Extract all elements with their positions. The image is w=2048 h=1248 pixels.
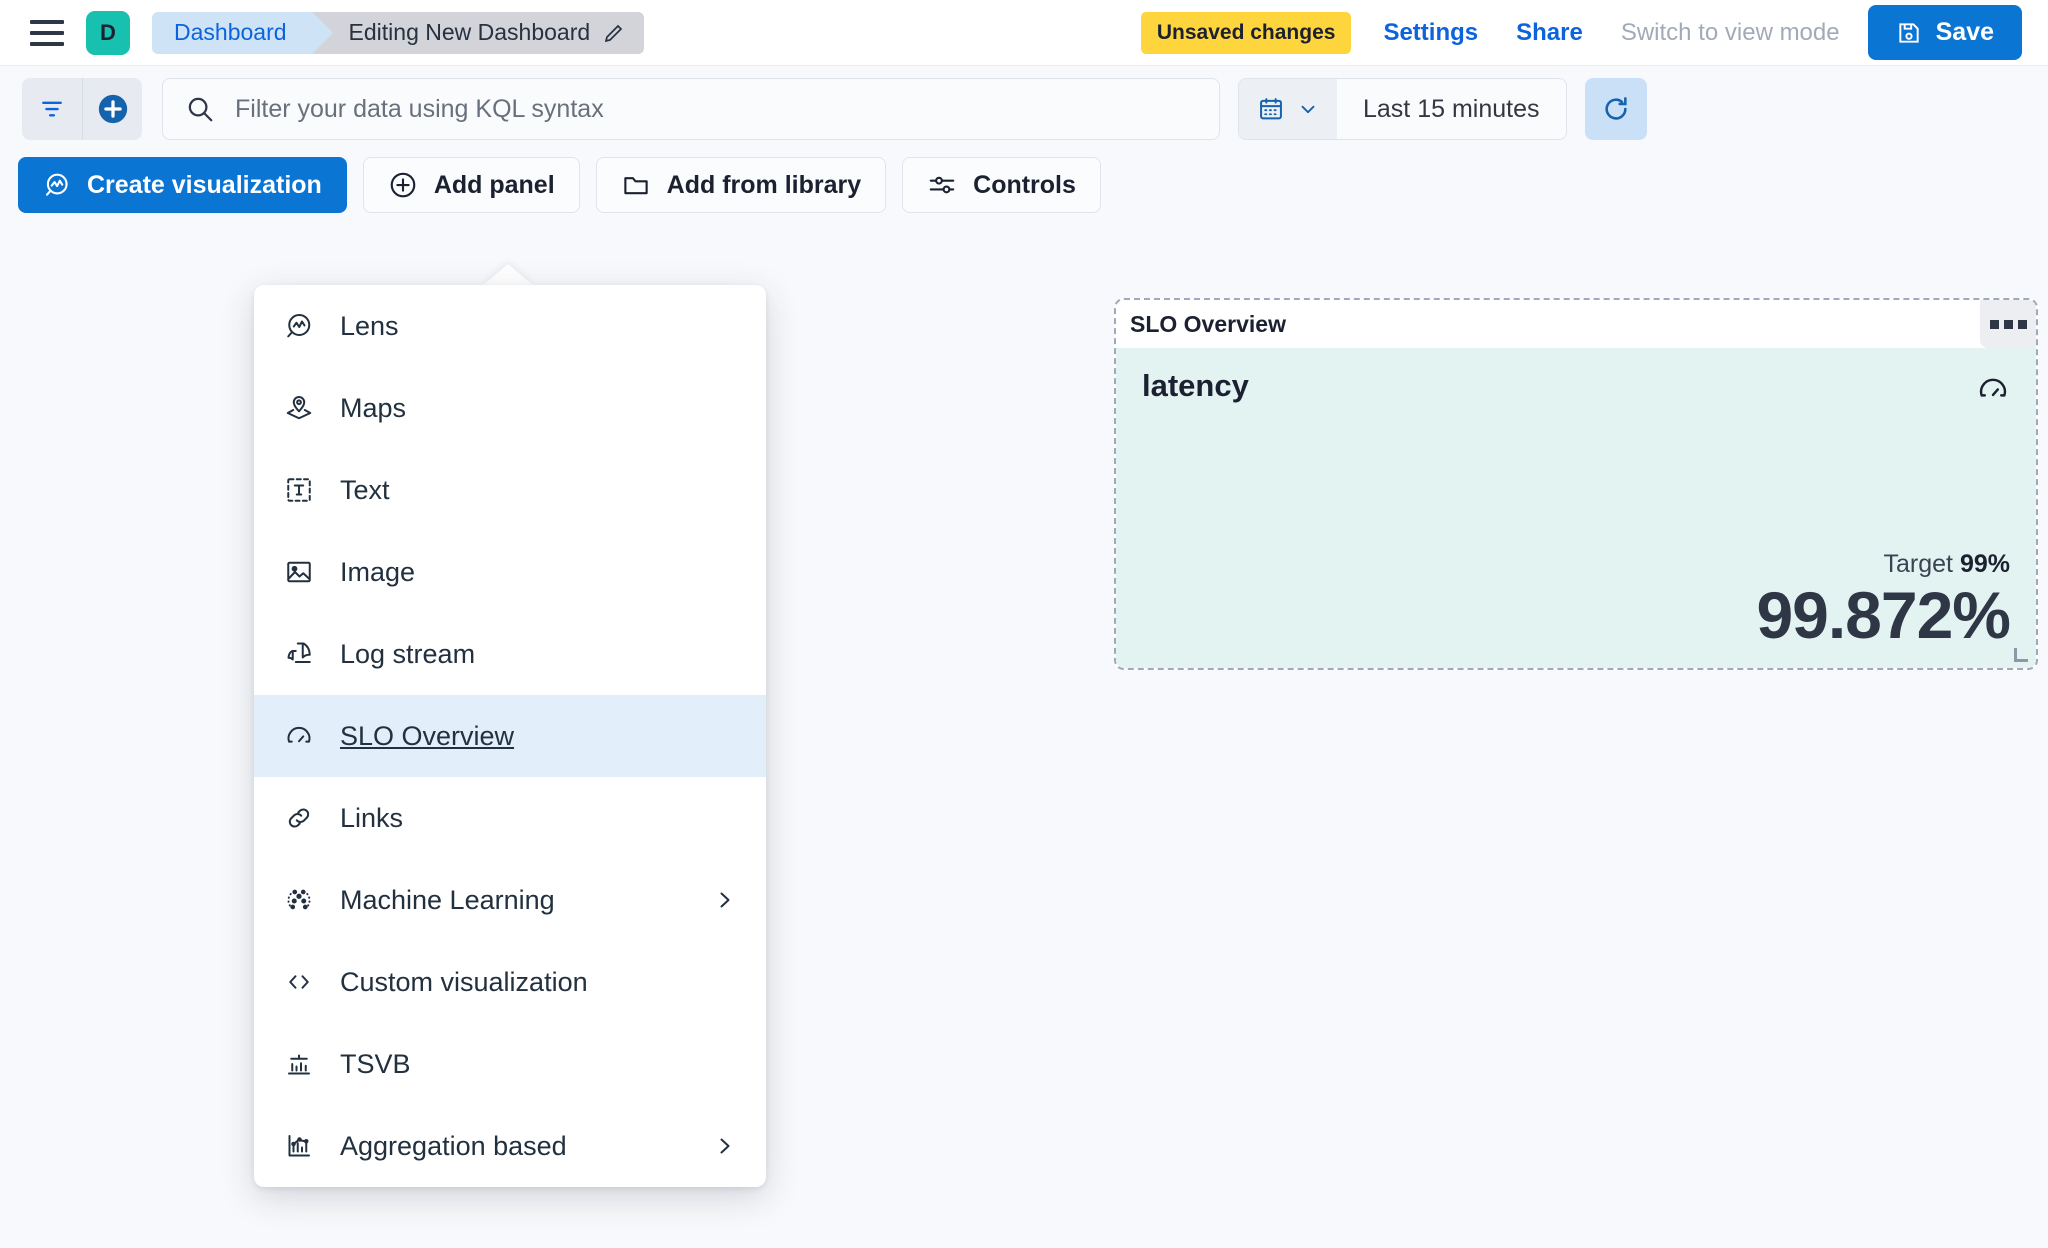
dashboard-toolbar: Create visualization Add panel Add from … xyxy=(0,152,2048,218)
menu-item-maps[interactable]: Maps xyxy=(254,367,766,449)
tsvb-icon xyxy=(284,1049,314,1079)
breadcrumb-dashboard-label: Dashboard xyxy=(174,19,287,45)
add-from-library-label: Add from library xyxy=(666,170,862,199)
slo-target-value: 99% xyxy=(1959,549,2010,578)
ml-icon xyxy=(284,885,314,915)
image-icon xyxy=(284,557,314,587)
breadcrumb-current[interactable]: Editing New Dashboard xyxy=(312,11,645,54)
chevron-down-icon xyxy=(1297,98,1319,120)
pencil-icon[interactable] xyxy=(602,21,626,45)
menu-item-label: Maps xyxy=(340,392,407,423)
menu-item-log-stream[interactable]: Log stream xyxy=(254,613,766,695)
status-badge[interactable]: Unsaved changes xyxy=(1140,11,1352,54)
breadcrumb-dashboard[interactable]: Dashboard xyxy=(152,11,333,54)
hamburger-bar xyxy=(30,30,64,35)
create-visualization-label: Create visualization xyxy=(87,170,322,199)
menu-item-links[interactable]: Links xyxy=(254,777,766,859)
grid-dots-icon[interactable] xyxy=(1980,300,2036,348)
code-icon xyxy=(284,967,314,997)
slo-card[interactable]: latency Target 99% 99.872% xyxy=(1116,348,2036,668)
agg-chart-icon xyxy=(284,1131,314,1161)
gauge-icon xyxy=(284,721,314,751)
lens-icon xyxy=(43,171,71,199)
filter-controls xyxy=(22,78,142,140)
menu-item-label: Links xyxy=(340,802,404,833)
floppy-disk-icon xyxy=(1896,20,1922,46)
controls-button[interactable]: Controls xyxy=(902,157,1101,213)
slo-current-value: 99.872% xyxy=(1756,577,2011,652)
settings-link[interactable]: Settings xyxy=(1383,18,1479,46)
menu-item-label: Aggregation based xyxy=(340,1130,567,1161)
slo-name: latency xyxy=(1142,368,1249,403)
popover-arrow xyxy=(482,264,534,286)
panel-header: SLO Overview xyxy=(1116,300,2036,348)
slo-target: Target 99% xyxy=(1142,550,2010,579)
menu-item-label: Lens xyxy=(340,310,399,341)
save-button-label: Save xyxy=(1935,18,1994,46)
search-input[interactable]: Filter your data using KQL syntax xyxy=(162,78,1220,140)
hamburger-bar xyxy=(30,19,64,24)
save-button[interactable]: Save xyxy=(1867,5,2022,60)
sliders-icon xyxy=(927,170,957,200)
dot xyxy=(2003,319,2013,329)
date-range-value[interactable]: Last 15 minutes xyxy=(1363,94,1540,123)
menu-item-label: TSVB xyxy=(340,1048,411,1079)
add-panel-label: Add panel xyxy=(433,170,555,199)
create-visualization-button[interactable]: Create visualization xyxy=(18,157,347,213)
menu-item-label: SLO Overview xyxy=(340,720,515,751)
panel-title: SLO Overview xyxy=(1130,310,1286,337)
menu-item-tsvb[interactable]: TSVB xyxy=(254,1023,766,1105)
menu-item-machine-learning[interactable]: Machine Learning xyxy=(254,859,766,941)
menu-item-label: Log stream xyxy=(340,638,476,669)
lens-icon xyxy=(284,311,314,341)
chevron-right-icon xyxy=(712,888,736,912)
menu-item-label: Image xyxy=(340,556,416,587)
folder-icon xyxy=(621,170,651,200)
menu-item-custom-visualization[interactable]: Custom visualization xyxy=(254,941,766,1023)
dot xyxy=(1989,319,1999,329)
menu-item-image[interactable]: Image xyxy=(254,531,766,613)
dot xyxy=(2017,319,2027,329)
menu-item-lens[interactable]: Lens xyxy=(254,285,766,367)
calendar-icon[interactable] xyxy=(1239,79,1337,139)
map-marker-icon xyxy=(284,393,314,423)
menu-item-text[interactable]: Text xyxy=(254,449,766,531)
hamburger-bar xyxy=(30,41,64,46)
share-link[interactable]: Share xyxy=(1516,18,1583,46)
slo-metrics: Target 99% 99.872% xyxy=(1142,550,2011,652)
app-header: D Dashboard Editing New Dashboard Unsave… xyxy=(0,0,2048,66)
add-from-library-button[interactable]: Add from library xyxy=(595,157,887,213)
slo-target-label: Target xyxy=(1883,549,1953,578)
menu-item-label: Text xyxy=(340,474,390,505)
link-icon xyxy=(284,803,314,833)
text-box-icon xyxy=(284,475,314,505)
switch-view-mode-link[interactable]: Switch to view mode xyxy=(1620,18,1840,46)
menu-item-label: Custom visualization xyxy=(340,966,588,997)
log-stream-icon xyxy=(284,639,314,669)
plus-circle-icon xyxy=(388,170,418,200)
search-icon xyxy=(185,94,215,124)
header-actions: Unsaved changes Settings Share Switch to… xyxy=(1140,5,2048,60)
chevron-right-icon xyxy=(712,1134,736,1158)
breadcrumb: Dashboard Editing New Dashboard xyxy=(152,11,645,54)
refresh-icon[interactable] xyxy=(1584,78,1647,140)
slo-overview-panel[interactable]: SLO Overview latency Target 99% xyxy=(1114,298,2038,670)
breadcrumb-current-label: Editing New Dashboard xyxy=(348,19,591,45)
gauge-icon xyxy=(1976,372,2010,406)
menu-item-aggregation-based[interactable]: Aggregation based xyxy=(254,1105,766,1187)
menu-item-slo-overview[interactable]: SLO Overview xyxy=(254,695,766,777)
date-range-picker: Last 15 minutes xyxy=(1238,78,1567,140)
resize-handle-icon[interactable] xyxy=(2014,648,2028,662)
filter-icon[interactable] xyxy=(22,78,82,140)
controls-label: Controls xyxy=(973,170,1076,199)
menu-item-label: Machine Learning xyxy=(340,884,555,915)
add-circle-icon[interactable] xyxy=(82,78,142,140)
query-bar: Filter your data using KQL syntax Last 1… xyxy=(0,66,2048,152)
add-panel-button[interactable]: Add panel xyxy=(362,157,580,213)
search-input-placeholder: Filter your data using KQL syntax xyxy=(235,94,604,123)
hamburger-icon[interactable] xyxy=(26,12,68,54)
space-avatar[interactable]: D xyxy=(86,10,130,55)
